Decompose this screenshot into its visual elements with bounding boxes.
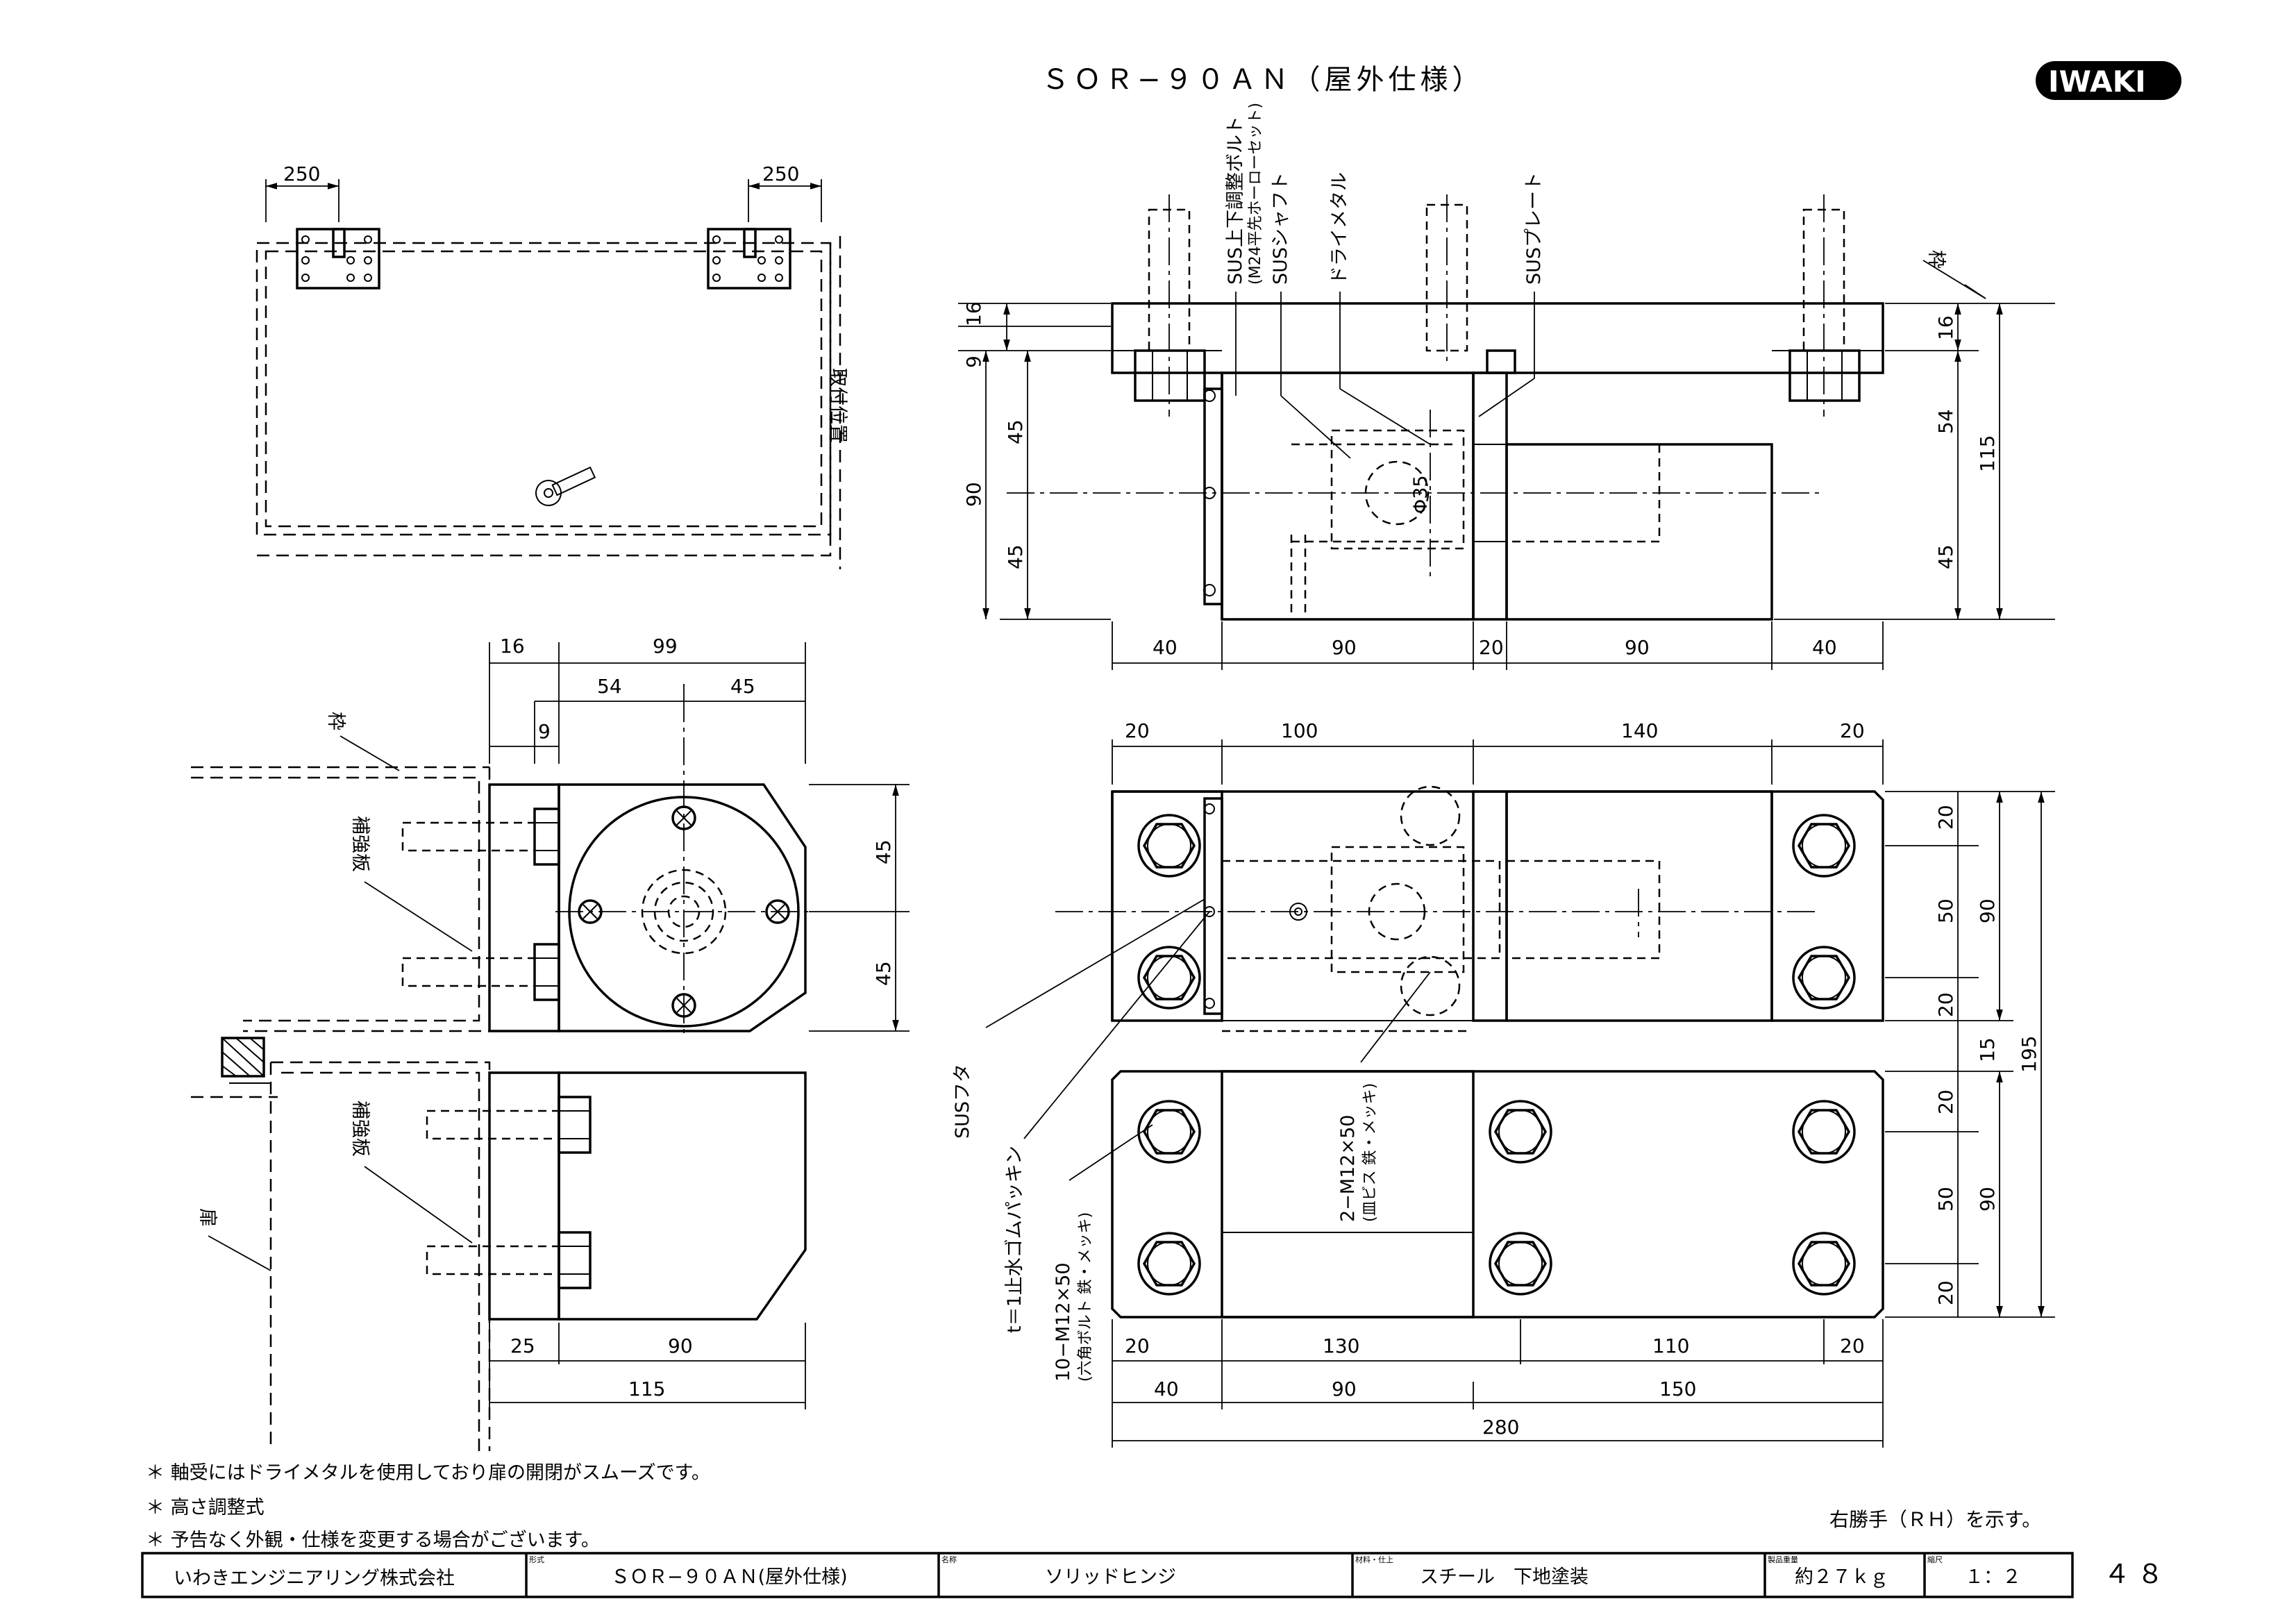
dry-metal-label: ドライメタル (1329, 172, 1350, 285)
dimension-label: 16 (962, 301, 985, 326)
dimension-label: 115 (628, 1378, 665, 1400)
dimension-label: 50 (1934, 898, 1957, 923)
hex-bolt-label: 10−M12×50 (1053, 1262, 1074, 1382)
dimension-label: 20 (1479, 636, 1504, 659)
page-number: ４８ (2104, 1559, 2170, 1589)
dimension-label: 25 (510, 1334, 535, 1357)
hex-bolt-spec-label: (六角ボルト 鉄・メッキ) (1077, 1212, 1094, 1382)
dimension-label: 45 (872, 961, 895, 986)
dimension-label: 45 (1004, 419, 1027, 444)
dimension-label: 250 (283, 162, 320, 185)
dimension-label: 54 (597, 675, 622, 698)
dimension-label: 90 (962, 482, 985, 507)
dimension-label: 20 (1125, 1334, 1150, 1357)
right-hand-note: 右勝手（ＲＨ）を示す。 (1829, 1508, 2041, 1531)
model-number: ＳＯＲ−９０ＡＮ(屋外仕様) (611, 1566, 848, 1588)
sus-bolt-label: SUS上下調整ボルト (1225, 116, 1246, 285)
dimension-label: 20 (1934, 805, 1957, 830)
reinforcement-plate-label-2: 補強板 (349, 1100, 371, 1157)
dimension-label: 20 (1125, 719, 1150, 742)
dimension-label: 材料・仕上 (1355, 1555, 1393, 1564)
phi35-label: Φ35 (1410, 475, 1432, 514)
product-weight: 約２７ｋｇ (1795, 1566, 1888, 1588)
dimension-label: 名称 (941, 1555, 957, 1564)
frame-label-right: 枠 (1925, 250, 1947, 269)
gasket (221, 1037, 271, 1084)
dimension-label: 20 (1840, 1334, 1865, 1357)
dimension-label: 150 (1659, 1378, 1696, 1400)
dimension-label: 90 (1976, 1187, 1999, 1212)
note-2: ＊ 高さ調整式 (146, 1497, 265, 1518)
dimension-label: 製品重量 (1768, 1555, 1798, 1564)
dimension-label: 45 (730, 675, 755, 698)
dimension-label: 54 (1934, 409, 1957, 434)
sus-shaft-label: SUSシャフト (1270, 172, 1291, 285)
dimension-label: 280 (1482, 1416, 1519, 1439)
door-handle (535, 466, 596, 506)
dimension-label: 45 (872, 839, 895, 864)
dimension-label: 115 (1976, 435, 1999, 472)
material: スチール 下地塗装 (1420, 1566, 1589, 1588)
dimension-label: 15 (1976, 1037, 1999, 1062)
product-name: ソリッドヒンジ (1045, 1566, 1176, 1588)
flat-screw-spec-label: (皿ビス 鉄・メッキ) (1361, 1083, 1379, 1222)
notes: ＊ 軸受にはドライメタルを使用しており扉の開閉がスムーズです。 ＊ 高さ調整式 … (146, 1462, 2041, 1551)
dimension-label: 90 (1625, 636, 1650, 659)
iwaki-logo: IWAKI (2036, 61, 2181, 100)
dimension-label: 9 (962, 355, 985, 368)
hinge-plate-right (707, 228, 791, 290)
mounting-position-label: 取付位置 (827, 368, 848, 443)
frame-label-left: 枠 (325, 712, 346, 730)
dimension-label: 20 (1934, 992, 1957, 1017)
dimension-label: 99 (653, 635, 678, 658)
dimension-label: 100 (1281, 719, 1318, 742)
flat-screw-label: 2−M12×50 (1337, 1115, 1359, 1222)
dimension-label: 90 (1332, 636, 1357, 659)
hinge-plan-view: 20 100 140 20 20 50 20 15 20 50 20 90 90… (952, 719, 2055, 1448)
company-name: いわきエンジニアリング株式会社 (174, 1568, 455, 1589)
note-3: ＊ 予告なく外観・仕様を変更する場合がございます。 (146, 1530, 600, 1551)
scale: １：２ (1965, 1566, 2021, 1588)
title-block: いわきエンジニアリング株式会社 形式 ＳＯＲ−９０ＡＮ(屋外仕様) 名称 ソリッ… (141, 1552, 2170, 1598)
dimension-label: 45 (1004, 544, 1027, 569)
dimension-label: 40 (1154, 1378, 1179, 1400)
door-plan-view: 250 250 取付位置 (255, 162, 848, 569)
page-title: ＳＯＲ−９０ＡＮ（屋外仕様） (1041, 64, 1484, 96)
dimension-label: 16 (500, 635, 525, 658)
dimension-label: 90 (668, 1334, 693, 1357)
dimension-label: 形式 (529, 1555, 544, 1564)
dimension-label: 20 (1840, 719, 1865, 742)
dimension-label: 40 (1812, 636, 1837, 659)
dimension-label: 45 (1934, 544, 1957, 569)
dimension-label: IWAKI (2048, 65, 2146, 99)
dimension-label: 90 (1332, 1378, 1357, 1400)
dimension-label: 250 (762, 162, 799, 185)
door-label: 扉 (196, 1208, 218, 1227)
dimension-label: 20 (1934, 1280, 1957, 1305)
packing-label: t＝1止水ゴムパッキン (1004, 1146, 1025, 1333)
hinge-front-view: 16 9 90 45 45 16 54 115 45 40 90 20 90 4… (958, 103, 2055, 670)
dimension-label: 40 (1153, 636, 1178, 659)
dimension-label: 110 (1652, 1334, 1689, 1357)
sus-cover-label: SUSフタ (952, 1064, 973, 1139)
dimension-label: 130 (1323, 1334, 1359, 1357)
dimension-label: 50 (1934, 1187, 1957, 1212)
dimension-label: 9 (538, 720, 551, 743)
note-1: ＊ 軸受にはドライメタルを使用しており扉の開閉がスムーズです。 (146, 1462, 710, 1484)
dimension-label: 20 (1934, 1089, 1957, 1114)
dimension-label: 縮尺 (1927, 1555, 1943, 1564)
reinforcement-plate-label-1: 補強板 (349, 816, 371, 872)
hinge-plate-left (296, 228, 380, 290)
sus-plate-label: SUSプレート (1523, 172, 1545, 285)
sus-bolt-spec-label: (M24平先ホーローセット) (1247, 103, 1264, 285)
dimension-label: 195 (2018, 1036, 2041, 1073)
dimension-label: 140 (1621, 719, 1658, 742)
hinge-side-view: 16 99 54 45 9 45 45 25 90 115 枠 補強板 補強板 … (191, 635, 910, 1451)
dimension-label: 90 (1976, 898, 1999, 923)
dimension-label: 16 (1934, 315, 1957, 340)
